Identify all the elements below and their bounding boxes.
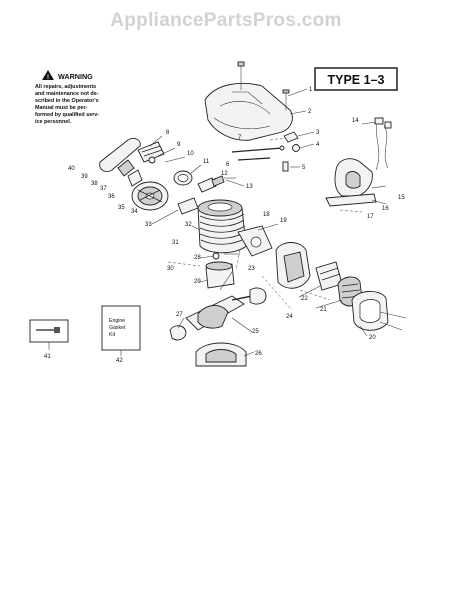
callout-number: 28 xyxy=(194,255,201,261)
callout-number: 17 xyxy=(367,214,374,220)
warning-icon: ! xyxy=(42,70,54,81)
crankshaft-part xyxy=(169,271,267,341)
callout-number: 12 xyxy=(221,171,228,177)
callout-number: 8 xyxy=(166,130,170,136)
intake-gasket-part xyxy=(177,197,199,215)
callout-number: 18 xyxy=(263,212,270,218)
callout-number: 35 xyxy=(118,205,125,211)
gasket-kit-line: Gasket xyxy=(109,325,126,331)
callout-number: 27 xyxy=(176,312,183,318)
callout-number: 31 xyxy=(172,240,179,246)
ignition-module-part xyxy=(325,158,387,207)
callout-number: 16 xyxy=(382,206,389,212)
tool-box xyxy=(29,319,69,350)
gasket-kit-line: Engine xyxy=(109,318,125,324)
rod-parts xyxy=(231,145,285,161)
wire-harness-part xyxy=(374,117,392,171)
callout-number: 5 xyxy=(302,165,306,171)
callout-number: 37 xyxy=(100,186,107,192)
callout-number: 41 xyxy=(44,354,51,360)
watermark: AppliancePartsPros.com xyxy=(110,10,342,31)
svg-text:!: ! xyxy=(47,75,49,81)
leader-lines xyxy=(167,209,363,311)
callout-number: 4 xyxy=(316,142,320,148)
cylinder-cover-part xyxy=(204,61,293,141)
callout-number: 7 xyxy=(238,135,242,141)
filter-cover-part xyxy=(351,291,407,331)
starter-handle-part xyxy=(99,137,143,187)
fastener-parts xyxy=(269,131,300,172)
callout-number: 21 xyxy=(320,307,327,313)
callout-number: 20 xyxy=(369,335,376,341)
callout-number: 10 xyxy=(187,151,194,157)
callout-number: 23 xyxy=(248,266,255,272)
cylinder-part xyxy=(197,199,247,254)
ring-part xyxy=(173,170,193,186)
warning-line: ice personnel. xyxy=(35,119,72,125)
gasket-kit-line: Kit xyxy=(109,332,116,338)
warning-title: WARNING xyxy=(58,72,93,81)
callout-number: 36 xyxy=(108,194,115,200)
warning-line: scribed in the Operator's xyxy=(35,98,99,104)
callout-number: 6 xyxy=(226,162,230,168)
callout-number: 13 xyxy=(246,184,253,190)
callout-number: 34 xyxy=(131,209,138,215)
callout-number: 24 xyxy=(286,314,293,320)
callout-number: 26 xyxy=(255,351,262,357)
callout-number: 19 xyxy=(280,218,287,224)
callout-number: 25 xyxy=(252,329,259,335)
callout-number: 40 xyxy=(68,166,75,172)
callout-number: 33 xyxy=(145,222,152,228)
callout-number: 11 xyxy=(203,159,210,165)
callout-number: 22 xyxy=(301,296,308,302)
piston-part xyxy=(205,252,240,289)
gasket-kit-box: Engine Gasket Kit xyxy=(101,305,141,356)
warning-line: All repairs, adjustments xyxy=(35,84,96,90)
callout-number: 32 xyxy=(185,222,192,228)
type-label: TYPE 1–3 xyxy=(328,73,385,87)
decompression-parts xyxy=(137,141,165,164)
callout-number: 3 xyxy=(316,130,320,136)
crankcase-part xyxy=(195,342,247,367)
warning-line: formed by qualified serv- xyxy=(35,112,99,118)
callout-number: 38 xyxy=(91,181,98,187)
callout-number: 42 xyxy=(116,358,123,364)
callout-number: 14 xyxy=(352,118,359,124)
warning-line: and maintenance not de- xyxy=(35,91,99,97)
callouts: 1 2 3 4 5 6 7 8 9 10 11 12 13 14 15 16 1… xyxy=(44,87,405,364)
callout-number: 1 xyxy=(309,87,313,93)
type-label-box: TYPE 1–3 xyxy=(314,67,398,91)
warning-notice: ! WARNING All repairs, adjustments and m… xyxy=(35,70,99,125)
callout-leaders xyxy=(149,88,377,357)
callout-number: 30 xyxy=(167,266,174,272)
callout-number: 15 xyxy=(398,195,405,201)
callout-number: 29 xyxy=(194,279,201,285)
warning-line: Manual must be per- xyxy=(35,105,88,111)
callout-number: 9 xyxy=(177,142,181,148)
flywheel-part xyxy=(131,181,169,211)
callout-number: 2 xyxy=(308,109,312,115)
intake-manifold-part xyxy=(237,225,311,289)
callout-number: 39 xyxy=(81,174,88,180)
